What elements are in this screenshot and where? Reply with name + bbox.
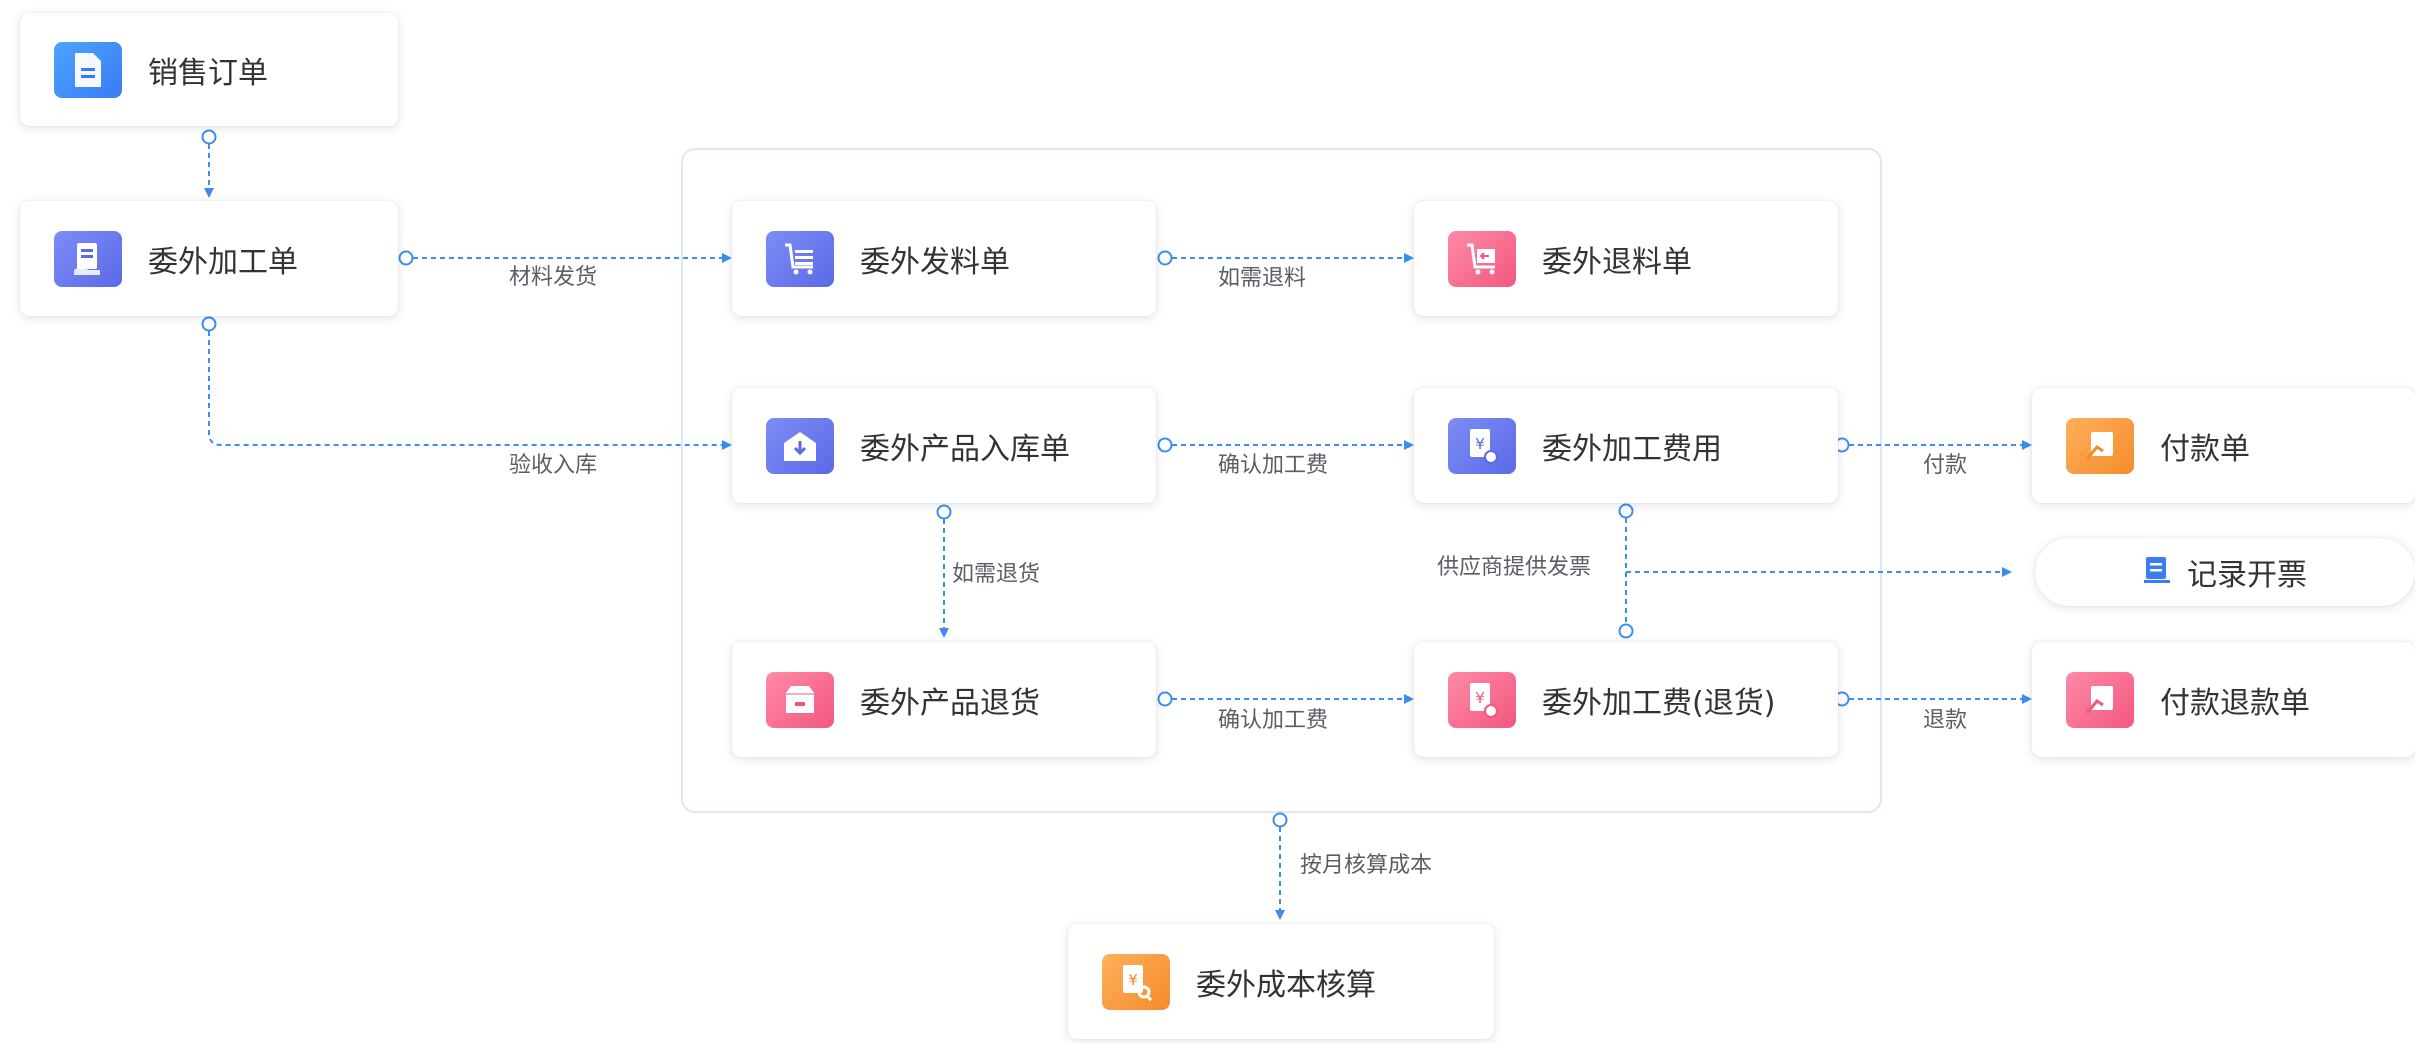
return-box-icon <box>766 671 834 728</box>
yen-document-icon: ¥ <box>1448 671 1516 728</box>
node-material-return[interactable]: 委外退料单 <box>1414 201 1838 316</box>
hand-document-icon <box>54 230 122 287</box>
node-cost-accounting[interactable]: ¥ 委外成本核算 <box>1068 924 1494 1039</box>
svg-text:¥: ¥ <box>1475 689 1485 707</box>
edge-label-confirm-fee-1: 确认加工费 <box>1218 452 1329 480</box>
node-product-receipt[interactable]: 委外产品入库单 <box>732 388 1156 503</box>
node-payment[interactable]: 付款单 <box>2032 388 2415 503</box>
cart-return-icon <box>1448 230 1516 287</box>
node-label: 委外发料单 <box>860 244 1010 280</box>
node-label: 委外产品退货 <box>860 685 1040 721</box>
invoice-icon <box>2143 555 2171 589</box>
warehouse-icon <box>766 417 834 474</box>
node-label: 委外加工费用 <box>1542 431 1722 467</box>
yen-search-icon: ¥ <box>1102 953 1170 1010</box>
node-product-return[interactable]: 委外产品退货 <box>732 642 1156 757</box>
node-invoice-record[interactable]: 记录开票 <box>2035 538 2415 606</box>
cart-list-icon <box>766 230 834 287</box>
node-label: 委外加工费(退货) <box>1542 685 1776 721</box>
edge-label-supplier-invoice: 供应商提供发票 <box>1437 554 1592 582</box>
node-processing-fee[interactable]: ¥ 委外加工费用 <box>1414 388 1838 503</box>
edge-label-confirm-fee-2: 确认加工费 <box>1218 707 1329 735</box>
refund-hand-icon <box>2066 671 2134 728</box>
node-label: 委外产品入库单 <box>860 431 1070 467</box>
svg-text:¥: ¥ <box>1128 971 1138 989</box>
edge-label-pay: 付款 <box>1923 452 1968 480</box>
node-label: 委外成本核算 <box>1196 967 1376 1003</box>
node-label: 委外退料单 <box>1542 244 1692 280</box>
node-processing-fee-return[interactable]: ¥ 委外加工费(退货) <box>1414 642 1838 757</box>
edge-label-return-material: 如需退料 <box>1218 265 1307 293</box>
yen-document-icon: ¥ <box>1448 417 1516 474</box>
node-outsourcing-order[interactable]: 委外加工单 <box>20 201 398 316</box>
edge-inspection-storage <box>208 331 732 450</box>
node-sales-order[interactable]: 销售订单 <box>20 13 398 126</box>
payment-hand-icon <box>2066 417 2134 474</box>
node-label: 付款单 <box>2160 431 2250 467</box>
svg-text:¥: ¥ <box>1475 435 1485 453</box>
node-label: 记录开票 <box>2187 558 2307 593</box>
document-icon <box>54 41 122 98</box>
node-material-issue[interactable]: 委外发料单 <box>732 201 1156 316</box>
node-label: 付款退款单 <box>2160 685 2310 721</box>
edge-label-refund: 退款 <box>1923 707 1968 735</box>
node-payment-refund[interactable]: 付款退款单 <box>2032 642 2415 757</box>
edge-label-material-delivery: 材料发货 <box>509 264 598 292</box>
edge-label-return-goods: 如需退货 <box>952 561 1041 589</box>
node-label: 销售订单 <box>148 55 268 91</box>
edge-label-inspection-storage: 验收入库 <box>509 452 598 480</box>
node-label: 委外加工单 <box>148 244 298 280</box>
edge-label-monthly-cost: 按月核算成本 <box>1300 852 1433 880</box>
